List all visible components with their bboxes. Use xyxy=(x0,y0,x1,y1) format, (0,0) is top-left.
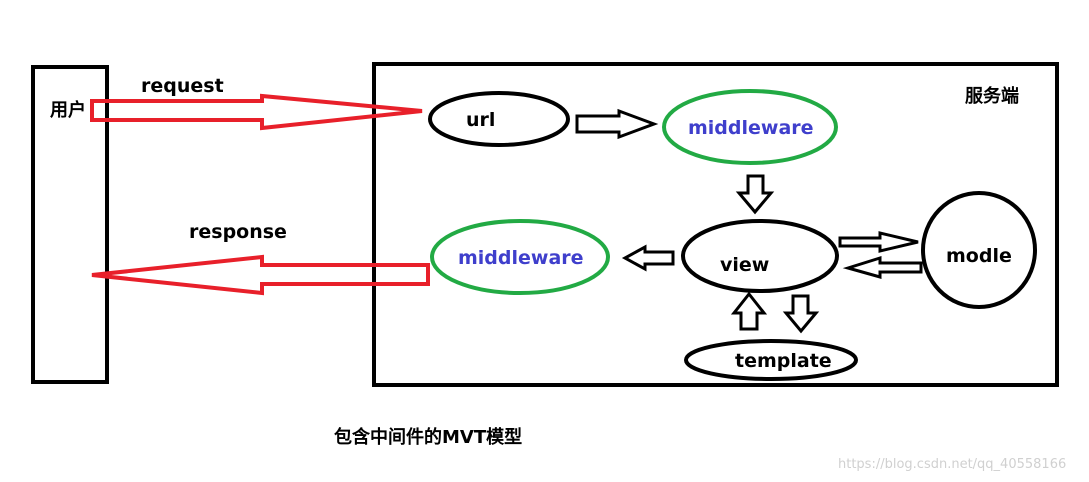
middleware-out-label: middleware xyxy=(458,247,584,269)
watermark: https://blog.csdn.net/qq_40558166 xyxy=(838,457,1066,472)
middleware-in-node xyxy=(662,89,838,165)
user-box xyxy=(31,65,109,384)
user-label: 用户 xyxy=(50,99,86,121)
response-label: response xyxy=(189,221,287,243)
arrow-view-to-middleware xyxy=(621,244,675,272)
arrow-template-to-view xyxy=(730,291,768,331)
arrow-middleware-to-view xyxy=(735,174,775,215)
modle-node xyxy=(921,191,1037,309)
modle-label: modle xyxy=(946,245,1012,267)
view-label: view xyxy=(720,254,769,276)
url-label: url xyxy=(466,109,495,131)
middleware-in-label: middleware xyxy=(688,117,814,139)
request-label: request xyxy=(141,75,224,97)
arrow-view-to-template xyxy=(782,294,820,334)
url-node xyxy=(428,91,570,147)
template-label: template xyxy=(735,350,832,372)
arrow-view-to-modle xyxy=(838,231,919,253)
arrow-url-to-middleware xyxy=(575,108,659,140)
arrow-modle-to-view xyxy=(842,255,923,279)
view-node xyxy=(681,219,839,293)
template-node xyxy=(684,339,858,381)
server-box xyxy=(372,62,1059,387)
server-label: 服务端 xyxy=(965,85,1019,107)
response-arrow xyxy=(91,254,430,296)
request-arrow xyxy=(90,93,423,131)
middleware-out-node xyxy=(430,219,610,295)
diagram-caption: 包含中间件的MVT模型 xyxy=(334,426,522,448)
